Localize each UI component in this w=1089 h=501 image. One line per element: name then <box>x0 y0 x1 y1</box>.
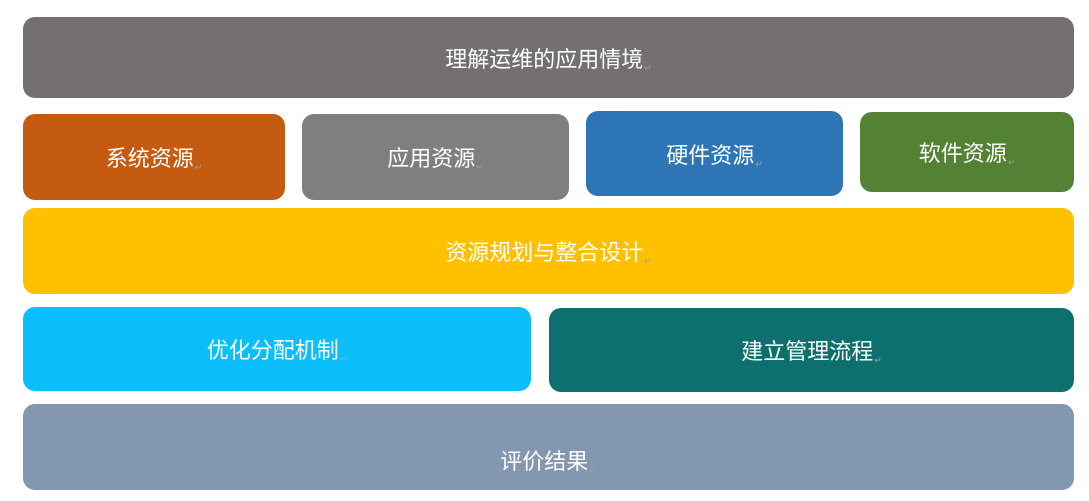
optimization-mechanism-box: 优化分配机制 <box>23 307 531 391</box>
evaluation-result-box: 评价结果 <box>23 404 1074 490</box>
management-process-label: 建立管理流程 <box>741 334 882 366</box>
resource-planning-label: 资源规划与整合设计 <box>445 235 652 267</box>
application-context-label: 理解运维的应用情境 <box>445 42 652 74</box>
system-resources-box: 系统资源 <box>23 114 285 200</box>
resource-planning-box: 资源规划与整合设计 <box>23 208 1074 294</box>
software-resources-label: 软件资源 <box>919 136 1016 168</box>
hardware-resources-box: 硬件资源 <box>586 111 843 196</box>
software-resources-box: 软件资源 <box>860 112 1074 192</box>
system-resources-label: 系统资源 <box>106 141 203 173</box>
evaluation-result-label: 评价结果 <box>500 444 597 476</box>
optimization-mechanism-label: 优化分配机制 <box>207 333 348 365</box>
management-process-box: 建立管理流程 <box>549 308 1074 392</box>
application-context-box: 理解运维的应用情境 <box>23 17 1074 98</box>
application-resources-label: 应用资源 <box>387 141 484 173</box>
application-resources-box: 应用资源 <box>302 114 569 200</box>
hardware-resources-label: 硬件资源 <box>666 138 763 170</box>
